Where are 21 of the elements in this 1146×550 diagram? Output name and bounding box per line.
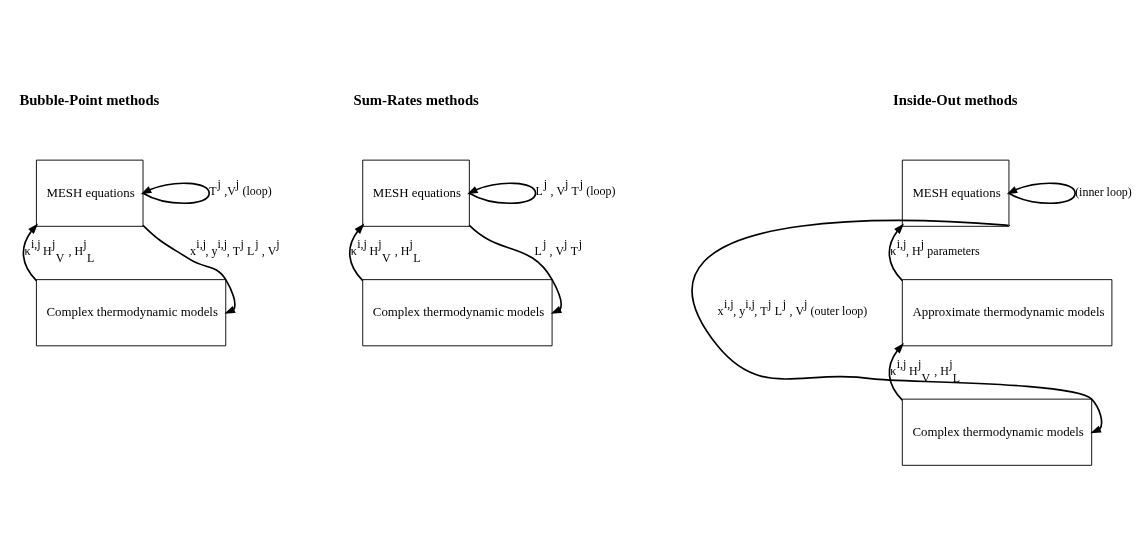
arrow — [888, 342, 904, 401]
node-box: MESH equations — [901, 159, 1010, 227]
node-box: Complex thermodynamic models — [901, 398, 1093, 466]
arrow — [348, 223, 365, 281]
node-box: Approximate thermodynamic models — [901, 278, 1113, 346]
node-box: Complex thermodynamic models — [362, 278, 553, 346]
arrow — [22, 223, 39, 281]
arrow — [888, 223, 904, 281]
edge-label: (inner loop) — [1075, 184, 1132, 199]
label: Sum-Rates methods — [353, 91, 479, 108]
arrow — [692, 219, 1103, 433]
arrow — [1006, 181, 1076, 204]
label: Inside-Out methods — [893, 91, 1018, 108]
arrow — [467, 181, 537, 204]
arrow — [468, 224, 562, 314]
arrow — [140, 181, 211, 204]
node-box: MESH equations — [35, 159, 144, 227]
label: Bubble-Point methods — [19, 91, 160, 108]
arrow — [142, 224, 236, 314]
node-box: Complex thermodynamic models — [35, 278, 227, 346]
node-box: MESH equations — [362, 159, 470, 227]
